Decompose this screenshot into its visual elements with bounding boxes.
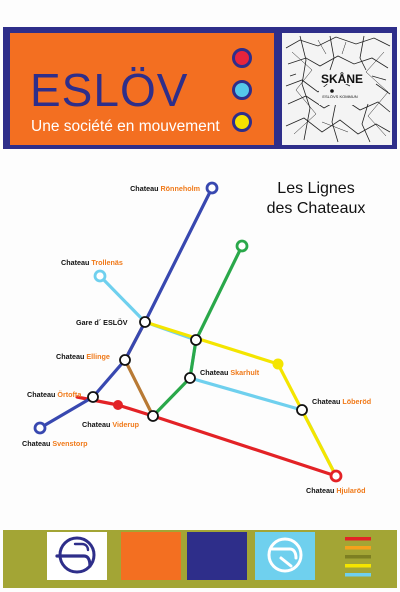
diagram-title-line2: des Chateaux xyxy=(267,200,366,217)
station-label-viderup: Chateau Viderup xyxy=(82,420,140,429)
diagram-title-line1: Les Lignes xyxy=(277,180,354,197)
station-label-eslov: Gare d´ ESLÖV xyxy=(76,318,128,327)
station-eslov-node xyxy=(139,316,151,328)
station-loberod-node xyxy=(296,404,308,416)
station-junction-node xyxy=(190,334,202,346)
line-red xyxy=(75,395,338,478)
terminus-green xyxy=(235,239,249,253)
line-yellow xyxy=(143,320,338,478)
station-label-ortofta: Chateau Örtofta xyxy=(27,390,82,399)
map-town-dot xyxy=(330,89,334,93)
header-subtitle: Une société en mouvement xyxy=(31,118,220,135)
station-ortofta-node xyxy=(87,391,99,403)
transit-logo-white-icon xyxy=(267,537,303,573)
terminus-svenstorp xyxy=(33,421,47,435)
station-label-loberod: Chateau Löberöd xyxy=(312,397,371,406)
station-viderup-node xyxy=(147,410,159,422)
header-dot-cyan xyxy=(232,80,252,100)
footer-stripes xyxy=(345,537,371,577)
station-label-skarhult: Chateau Skarhult xyxy=(200,368,260,377)
footer-tile-navy xyxy=(187,532,247,580)
terminus-hjularod xyxy=(329,469,343,483)
map-region-label: SKÅNE xyxy=(321,71,363,86)
transit-logo-icon xyxy=(55,536,96,574)
stop-red xyxy=(113,400,123,410)
header-title: ESLÖV xyxy=(30,64,188,116)
header-orange-panel xyxy=(10,33,274,145)
station-label-ellinge: Chateau Ellinge xyxy=(56,352,110,361)
footer-tile-orange xyxy=(121,532,181,580)
station-ellinge-node xyxy=(119,354,131,366)
region-map: SKÅNE ESLÖVS KOMMUN xyxy=(282,33,392,145)
station-label-ronneholm: Chateau Rönneholm xyxy=(130,184,200,193)
station-label-hjularod: Chateau Hjularöd xyxy=(306,486,366,495)
header-dot-red xyxy=(232,48,252,68)
header-dot-yellow xyxy=(232,112,252,132)
station-label-trollenas: Chateau Trollenäs xyxy=(61,258,123,267)
line-green xyxy=(151,244,244,418)
station-skarhult-node xyxy=(184,372,196,384)
terminus-trollenas xyxy=(93,269,107,283)
terminus-ronneholm xyxy=(205,181,219,195)
stop-yellow xyxy=(272,358,284,370)
map-municipality-label: ESLÖVS KOMMUN xyxy=(322,94,357,99)
station-label-svenstorp: Chateau Svenstorp xyxy=(22,439,88,448)
